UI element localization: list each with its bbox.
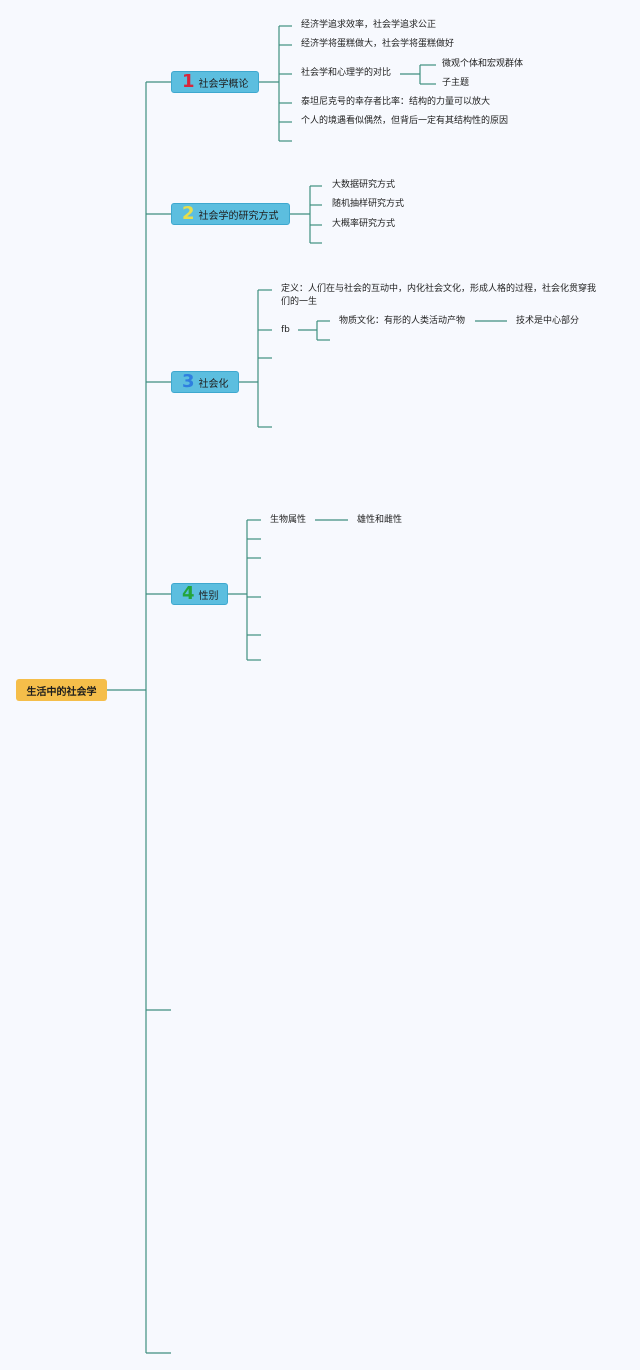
topic-node-1[interactable]: 1 社会学概论 <box>171 71 259 93</box>
topic-node-3[interactable]: 3 社会化 <box>171 371 239 393</box>
leaf-node[interactable]: 大概率研究方式 <box>332 219 396 229</box>
topic-node-2[interactable]: 2 社会学的研究方式 <box>171 203 290 225</box>
leaf-node[interactable]: 社会学和心理学的对比 <box>301 68 392 78</box>
leaf-node[interactable]: 物质文化：有形的人类活动产物 <box>339 316 466 326</box>
topic-label: 性别 <box>198 590 219 602</box>
topic-number: 1 <box>182 71 195 92</box>
leaf-node[interactable]: 随机抽样研究方式 <box>332 199 405 209</box>
leaf-node[interactable]: 技术是中心部分 <box>516 316 580 326</box>
topic-number: 4 <box>182 583 195 604</box>
topic-label: 社会学概论 <box>198 78 249 90</box>
topic-number: 2 <box>182 203 195 224</box>
leaf-node[interactable]: 子主题 <box>442 78 470 88</box>
topic-node-4[interactable]: 4 性别 <box>171 583 228 605</box>
leaf-node[interactable]: 生物属性 <box>270 515 307 525</box>
leaf-node[interactable]: 经济学追求效率，社会学追求公正 <box>301 20 437 30</box>
topic-number: 3 <box>182 371 195 392</box>
leaf-node[interactable]: 雄性和雌性 <box>357 515 403 525</box>
leaf-node[interactable]: 个人的境遇看似偶然，但背后一定有其结构性的原因 <box>301 116 509 126</box>
leaf-node[interactable]: 微观个体和宏观群体 <box>442 59 524 69</box>
leaf-node[interactable]: 经济学将蛋糕做大，社会学将蛋糕做好 <box>301 39 455 49</box>
root-node[interactable]: 生活中的社会学 <box>16 679 107 701</box>
topic-label: 社会学的研究方式 <box>198 210 279 222</box>
topic-label: 社会化 <box>198 378 229 390</box>
leaf-node[interactable]: 泰坦尼克号的幸存者比率：结构的力量可以放大 <box>301 97 491 107</box>
leaf-node[interactable]: 大数据研究方式 <box>332 180 396 190</box>
leaf-node[interactable]: 定义：人们在与社会的互动中，内化社会文化，形成人格的过程，社会化贯穿我们的一生 <box>281 284 597 307</box>
leaf-node[interactable]: fb <box>281 325 290 335</box>
